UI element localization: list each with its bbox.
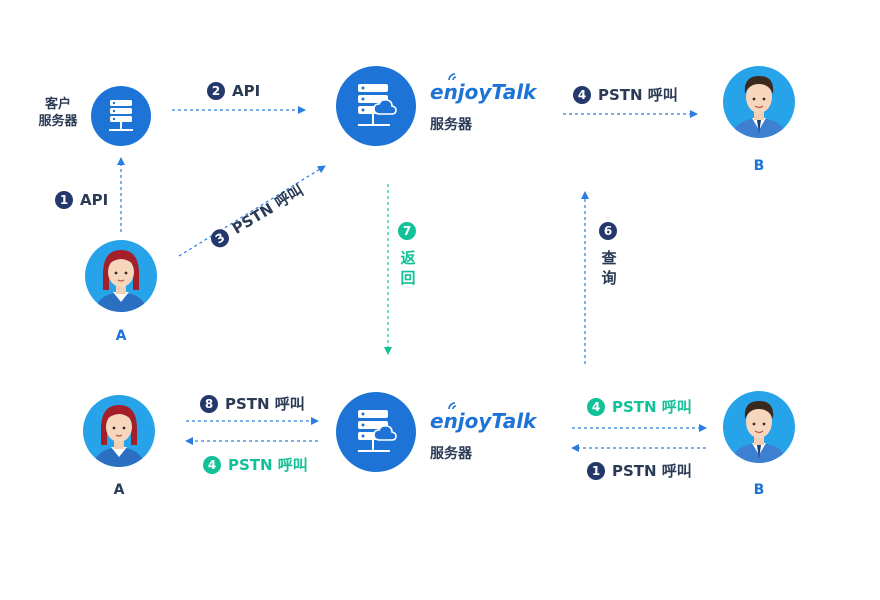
step8-text: PSTN 呼叫 (225, 395, 305, 413)
step6-char1: 查 (601, 249, 617, 267)
label-step4-top: 4 PSTN 呼叫 (573, 84, 678, 105)
step2-badge: 2 (207, 82, 225, 100)
enjoytalk-subtitle-bottom: 服务器 (430, 446, 472, 462)
step4-right-badge: 4 (587, 397, 605, 416)
enjoytalk-brand-top: enjoyTalk (430, 80, 536, 104)
client-server-line2: 服务器 (38, 114, 78, 129)
person-a-avatar-bottom (83, 395, 155, 467)
step4-right-text: PSTN 呼叫 (612, 398, 692, 416)
person-b-avatar-bottom (723, 391, 795, 463)
label-step6-badge: 6 (599, 222, 624, 240)
client-server-line1: 客户 (44, 97, 71, 112)
person-a-avatar-top (85, 240, 157, 312)
signal-icon-bottom (448, 402, 457, 410)
person-b-label-bottom: B (753, 482, 765, 498)
step6-badge: 6 (599, 222, 617, 240)
step8-badge: 8 (200, 394, 218, 413)
person-b-avatar-top (723, 66, 795, 138)
enjoytalk-brand-bottom-text: enjoyTalk (430, 409, 537, 433)
enjoytalk-brand-top-text: enjoyTalk (430, 80, 537, 104)
person-a-label-bottom: A (113, 482, 125, 498)
client-server-icon (91, 86, 151, 146)
enjoytalk-subtitle-top: 服务器 (430, 117, 472, 133)
step1-bottom-text: PSTN 呼叫 (612, 462, 692, 480)
label-step1-bottom: 1 PSTN 呼叫 (587, 460, 692, 481)
label-step4-right: 4 PSTN 呼叫 (587, 396, 692, 417)
label-step1-api: 1 API (55, 191, 108, 209)
step1-bottom-badge: 1 (587, 461, 605, 480)
enjoytalk-brand-bottom: enjoyTalk (430, 409, 536, 433)
step7-char1: 返 (400, 249, 416, 267)
step7-char2: 回 (400, 269, 416, 287)
label-step8-pstn: 8 PSTN 呼叫 (200, 393, 305, 414)
label-step4-left: 4 PSTN 呼叫 (203, 454, 308, 475)
step4-top-badge: 4 (573, 85, 591, 104)
step4-left-badge: 4 (203, 455, 221, 474)
enjoytalk-server-icon-bottom (336, 392, 416, 472)
label-step6-text: 查 询 (600, 248, 618, 288)
signal-icon-top (448, 73, 457, 81)
label-step7-badge: 7 (398, 222, 423, 240)
person-b-label-top: B (753, 158, 765, 174)
step4-left-text: PSTN 呼叫 (228, 456, 308, 474)
step6-char2: 询 (601, 269, 617, 287)
step7-badge: 7 (398, 222, 416, 240)
step2-text: API (232, 82, 261, 100)
step1-text: API (80, 191, 109, 209)
label-step7-text: 返 回 (399, 248, 417, 288)
step4-top-text: PSTN 呼叫 (598, 86, 678, 104)
enjoytalk-server-icon-top (336, 66, 416, 146)
person-a-label-top: A (115, 328, 127, 344)
client-server-label: 客户 服务器 (28, 96, 88, 130)
label-step2-api: 2 API (207, 82, 260, 100)
step1-badge: 1 (55, 191, 73, 209)
arrow-pstn-3 (178, 165, 326, 257)
